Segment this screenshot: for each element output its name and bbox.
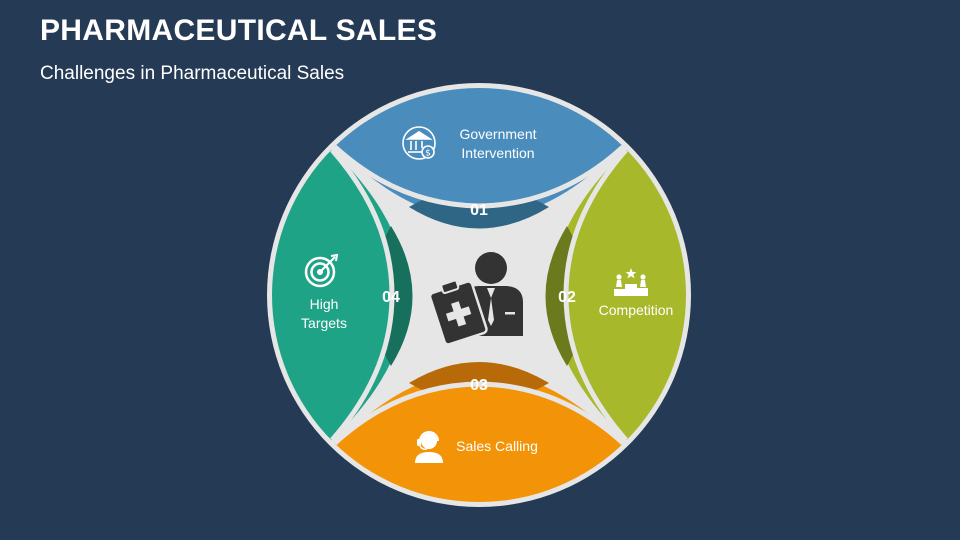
number-03: 03 <box>470 377 488 394</box>
svg-text:$: $ <box>425 149 431 159</box>
divider-02 <box>563 148 628 442</box>
segment-02-label: Competition <box>599 302 674 318</box>
headset-agent-icon <box>415 431 443 463</box>
number-02: 02 <box>558 289 576 306</box>
divider-01 <box>332 144 626 209</box>
divider-04 <box>330 148 395 442</box>
segment-04-label-line1: High <box>310 296 339 312</box>
segment-03-label: Sales Calling <box>456 438 538 454</box>
target-icon <box>304 253 339 288</box>
page-title: PHARMACEUTICAL SALES <box>40 14 438 47</box>
number-04: 04 <box>382 289 400 306</box>
segment-01-label-line1: Government <box>459 126 536 142</box>
segment-04-label-line2: Targets <box>301 315 347 331</box>
page-subtitle: Challenges in Pharmaceutical Sales <box>40 63 345 84</box>
pharma-sales-rep-icon <box>428 252 523 346</box>
podium-competition-icon <box>614 268 648 296</box>
bank-money-icon: $ <box>402 126 436 160</box>
divider-03 <box>332 381 626 446</box>
number-01: 01 <box>470 202 488 219</box>
segment-01-label-line2: Intervention <box>461 145 534 161</box>
